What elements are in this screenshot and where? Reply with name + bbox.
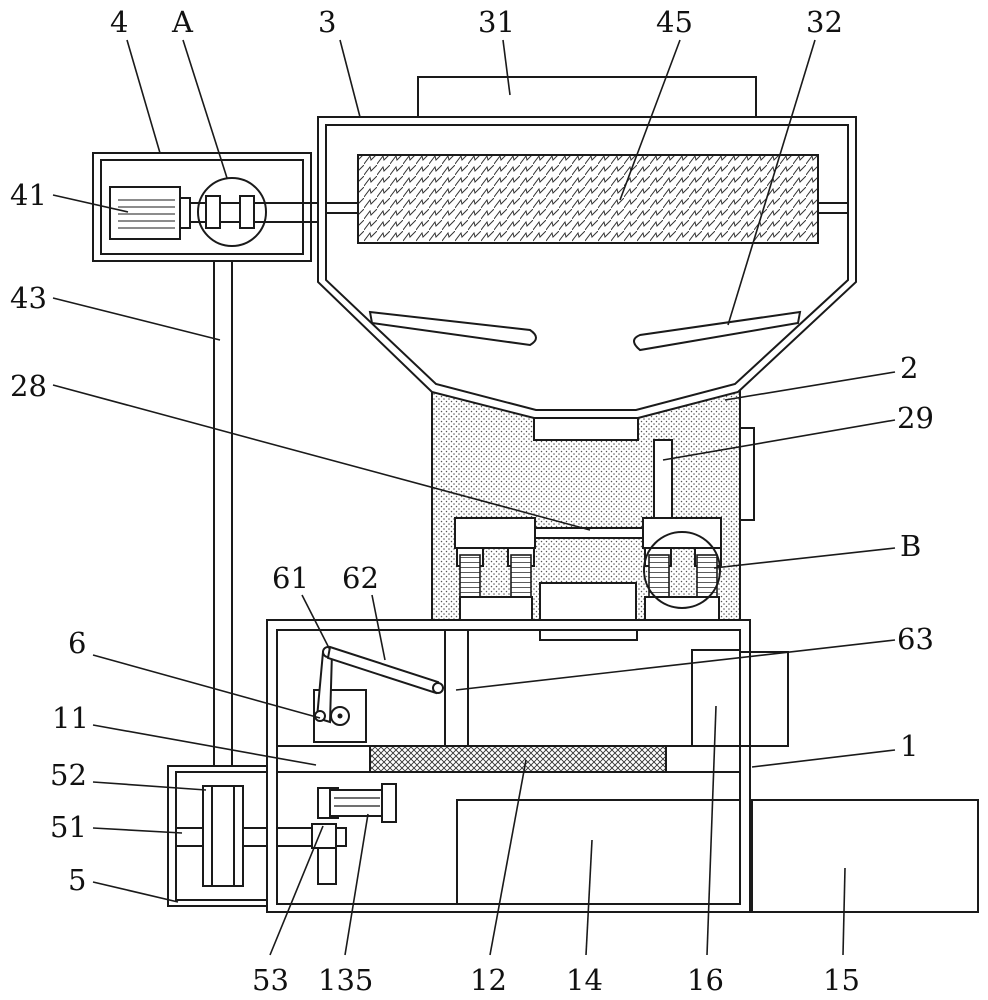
leader-lines [52, 39, 896, 956]
detail-a-circle [197, 177, 267, 247]
part-16-box [691, 649, 741, 747]
label-15: 15 [823, 963, 860, 997]
part-43-shaft [213, 261, 233, 770]
label-2: 2 [900, 351, 918, 385]
part-31-lid [417, 76, 757, 118]
label-11: 11 [52, 701, 89, 735]
label-16: 16 [687, 963, 724, 997]
part-32-guide-left [368, 310, 537, 347]
part-15-block [751, 799, 979, 913]
label-41: 41 [10, 178, 47, 212]
label-61: 61 [272, 561, 309, 595]
label-32: 32 [806, 5, 843, 39]
part-labels: 4 A 3 31 45 32 41 43 28 2 29 B 61 62 6 6… [10, 5, 934, 997]
part-14-collection-box [456, 799, 741, 905]
spring [459, 554, 481, 598]
part-41-motor [109, 186, 181, 240]
label-53: 53 [252, 963, 289, 997]
part-32-guide-right [633, 310, 802, 352]
label-52: 52 [50, 758, 87, 792]
part-12-screen [369, 745, 667, 773]
label-12: 12 [470, 963, 507, 997]
label-1: 1 [900, 729, 918, 763]
label-43: 43 [10, 281, 47, 315]
label-29: 29 [897, 401, 934, 435]
label-63: 63 [897, 622, 934, 656]
part-29-rod [653, 439, 673, 519]
label-51: 51 [50, 810, 87, 844]
label-45: 45 [656, 5, 693, 39]
spring [648, 554, 670, 598]
part-4-motor-box [92, 152, 318, 262]
discharge-opening [533, 417, 639, 441]
label-62: 62 [342, 561, 379, 595]
label-31: 31 [478, 5, 515, 39]
part-6-drive [313, 645, 444, 743]
spring [510, 554, 532, 598]
part-45-filter-screen [357, 154, 819, 244]
label-a: A [171, 5, 194, 39]
center-block [539, 582, 637, 621]
label-6: 6 [68, 626, 86, 660]
part-1-base-box [266, 619, 789, 913]
label-135: 135 [318, 963, 373, 997]
label-4: 4 [110, 5, 128, 39]
label-28: 28 [10, 369, 47, 403]
detail-b-circle [643, 531, 721, 609]
part-3-hopper [317, 76, 857, 419]
label-3: 3 [318, 5, 336, 39]
part-52-wheel [202, 785, 244, 887]
side-plate [739, 427, 755, 521]
label-b: B [900, 529, 921, 563]
label-14: 14 [566, 963, 603, 997]
label-5: 5 [68, 863, 86, 897]
part-53-135-mechanism [277, 783, 397, 885]
part-5-pulley-box [167, 765, 268, 907]
part-28-clamp-assembly [454, 517, 722, 621]
